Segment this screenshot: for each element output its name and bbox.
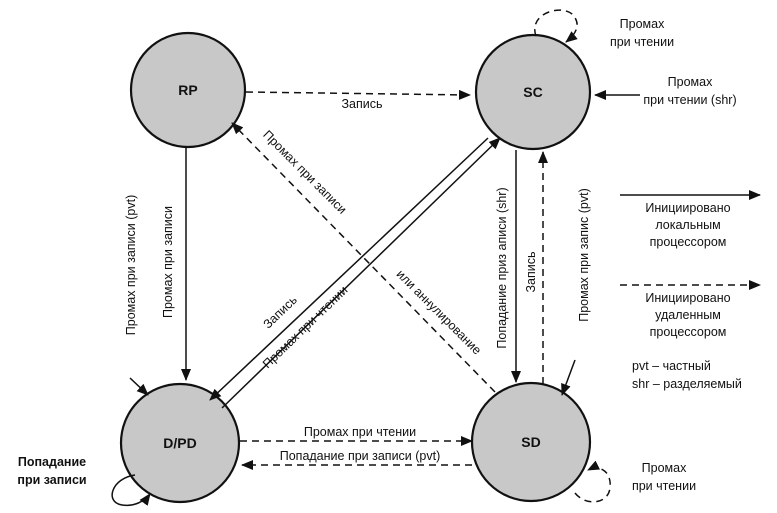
label-sd-rp-write-miss: Промах при записи: [260, 128, 349, 217]
label-sc-read-miss-shr-2: при чтении (shr): [643, 93, 736, 107]
label-dpd-sd-read-miss: Промах при чтении: [304, 425, 416, 439]
label-sc-dpd-write: Запись: [261, 293, 300, 332]
label-sd-read-miss-self-1: Промах: [642, 461, 687, 475]
label-sd-sc-write: Запись: [524, 251, 538, 292]
legend-remote-2: удаленным: [655, 308, 721, 322]
legend-local-2: локальным: [655, 218, 720, 232]
label-dpd-write-miss-pvt: Промах при записи (pvt): [124, 195, 138, 335]
legend-local-3: процессором: [650, 235, 727, 249]
edge-rp-sc-write: [245, 89, 471, 100]
label-sc-sd-write-hit-shr: Попадание приз аписи (shr): [495, 187, 509, 348]
loop-sc-read-miss: [533, 9, 578, 43]
label-rp-sc-write: Запись: [341, 97, 382, 111]
stub-dpd-write-miss: [129, 377, 149, 396]
legend-remote-3: процессором: [650, 325, 727, 339]
node-dpd: D/PD: [119, 382, 241, 504]
loop-sd-read-miss: [574, 460, 611, 503]
label-sd-dpd-write-hit-pvt: Попадание при записи (pvt): [280, 449, 441, 463]
label-sc-read-miss-shr-1: Промах: [668, 75, 713, 89]
stub-sd-write-miss: [561, 359, 576, 396]
legend-shr: shr – разделяемый: [632, 377, 742, 391]
node-sc-label: SC: [523, 84, 542, 100]
edge-sc-dpd-write: [209, 137, 489, 401]
node-sd: SD: [470, 381, 592, 503]
node-sc: SC: [474, 33, 592, 151]
legend-remote-1: Инициировано: [645, 291, 730, 305]
legend-pvt: pvt – частный: [632, 359, 711, 373]
label-sc-read-miss-self-1: Промах: [620, 17, 665, 31]
edge-dpd-sc-read-miss: [221, 137, 501, 409]
edge-sd-rp-write-miss: [231, 122, 496, 393]
node-sd-label: SD: [521, 434, 540, 450]
node-rp-label: RP: [178, 82, 197, 98]
legend-local-1: Инициировано: [645, 201, 730, 215]
label-sd-read-miss-self-2: при чтении: [632, 479, 696, 493]
loop-dpd-write-hit: [111, 474, 151, 507]
node-rp: RP: [129, 31, 247, 149]
label-sd-rp-or-invalidate: или аннулирование: [394, 267, 484, 357]
label-sd-write-miss-pvt: Промах при запис (pvt): [577, 188, 591, 322]
label-rp-dpd-write-miss: Промах при записи: [161, 206, 175, 318]
label-dpd-write-hit-self-1: Попадание: [18, 455, 86, 469]
label-sc-read-miss-self-2: при чтении: [610, 35, 674, 49]
label-dpd-write-hit-self-2: при записи: [17, 473, 86, 487]
node-dpd-label: D/PD: [163, 435, 196, 451]
